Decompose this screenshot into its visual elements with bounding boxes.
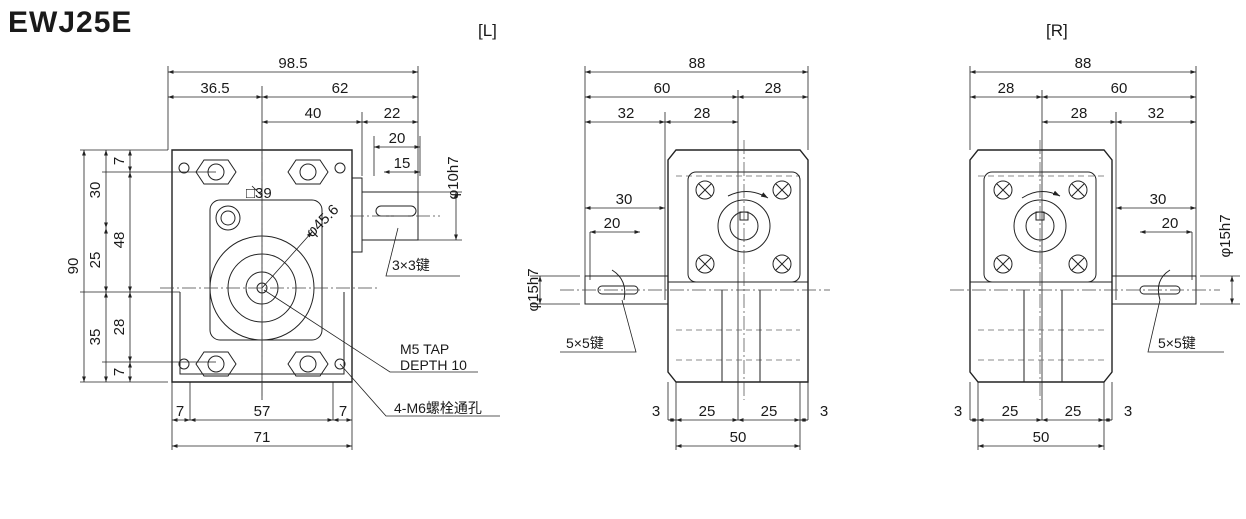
screw-left-bl: [695, 254, 715, 274]
dim-left-b-3b: 3: [820, 403, 828, 420]
drawing-title: EWJ25E: [8, 6, 132, 39]
screw-left-br: [772, 254, 792, 274]
dim-right-top-28a: 28: [998, 80, 1015, 97]
note-tap-2: DEPTH 10: [400, 357, 467, 373]
dim-right-top-60: 60: [1111, 80, 1128, 97]
note-left-key: 5×5键: [566, 335, 604, 351]
dim-right-b-25b: 25: [1065, 403, 1082, 420]
dim-right-shaft-20: 20: [1162, 215, 1179, 232]
view-label-left: [L]: [478, 21, 497, 40]
dim-front-shaft-dia: φ10h7: [445, 156, 462, 199]
dim-left-top-28a: 28: [765, 80, 782, 97]
dim-right-b-3b: 3: [1124, 403, 1132, 420]
dim-left-b-25b: 25: [761, 403, 778, 420]
right-view: 88 28 60 28 32 30 20 φ15h7 5×5键 3 25 25 …: [950, 55, 1240, 450]
dim-front-b-57: 57: [254, 403, 271, 420]
dim-front-top-c: 40: [305, 105, 322, 122]
dim-left-b-50: 50: [730, 429, 747, 446]
dim-left-shaft-20: 20: [604, 215, 621, 232]
dim-right-top-28b: 28: [1071, 105, 1088, 122]
dim-right-b-25a: 25: [1002, 403, 1019, 420]
dim-right-shaft-30: 30: [1150, 191, 1167, 208]
dim-front-h-25: 25: [87, 252, 104, 269]
screw-left-tl: [695, 180, 715, 200]
left-view: 88 60 28 32 28 30 20 φ15h7 5×5键 3 25 25 …: [525, 55, 830, 450]
dim-front-square: □39: [246, 185, 272, 202]
dim-left-b-25a: 25: [699, 403, 716, 420]
bolt-bottom-right: [287, 351, 329, 377]
screw-right-tr: [1068, 180, 1088, 200]
note-right-key: 5×5键: [1158, 335, 1196, 351]
screw-right-bl: [993, 254, 1013, 274]
dim-left-shaft-dia: φ15h7: [525, 268, 542, 311]
note-holes: 4-M6螺栓通孔: [394, 400, 482, 416]
dim-left-top-total: 88: [689, 55, 706, 72]
dim-front-bolt-circle: φ45.6: [303, 201, 343, 241]
dim-front-h-7b: 7: [111, 368, 128, 376]
dim-right-b-3a: 3: [954, 403, 962, 420]
dim-left-top-60: 60: [654, 80, 671, 97]
dim-left-top-28b: 28: [694, 105, 711, 122]
dim-front-b-7a: 7: [176, 403, 184, 420]
dim-front-h-48: 48: [111, 232, 128, 249]
note-tap-1: M5 TAP: [400, 341, 449, 357]
bolt-bottom-left: [195, 351, 237, 377]
dim-front-h-35: 35: [87, 329, 104, 346]
dim-front-h-28: 28: [111, 319, 128, 336]
screw-right-tl: [993, 180, 1013, 200]
dim-front-h-30: 30: [87, 182, 104, 199]
dim-front-top-a: 36.5: [200, 80, 229, 97]
dim-left-b-3a: 3: [652, 403, 660, 420]
dim-front-key-len: 15: [394, 155, 411, 172]
dim-right-top-32: 32: [1148, 105, 1165, 122]
dim-right-b-50: 50: [1033, 429, 1050, 446]
dim-front-b-7b: 7: [339, 403, 347, 420]
bolt-top-right: [287, 159, 329, 185]
dim-right-shaft-dia: φ15h7: [1217, 214, 1234, 257]
dim-front-h-7a: 7: [111, 157, 128, 165]
dim-left-shaft-30: 30: [616, 191, 633, 208]
dim-right-top-total: 88: [1075, 55, 1092, 72]
screw-left-tr: [772, 180, 792, 200]
dim-front-top-d: 22: [384, 105, 401, 122]
dim-front-shaft-len: 20: [389, 130, 406, 147]
dim-front-h-total: 90: [65, 258, 82, 275]
front-view: 98.5 36.5 62 40 22 20 15 φ10h7 □39 φ45.6…: [65, 55, 500, 450]
bolt-top-left: [195, 159, 237, 185]
dim-front-b-71: 71: [254, 429, 271, 446]
dim-front-top-total: 98.5: [278, 55, 307, 72]
dim-left-top-32: 32: [618, 105, 635, 122]
screw-right-br: [1068, 254, 1088, 274]
view-label-right: [R]: [1046, 21, 1068, 40]
dim-front-top-b: 62: [332, 80, 349, 97]
note-front-key: 3×3键: [392, 257, 430, 273]
